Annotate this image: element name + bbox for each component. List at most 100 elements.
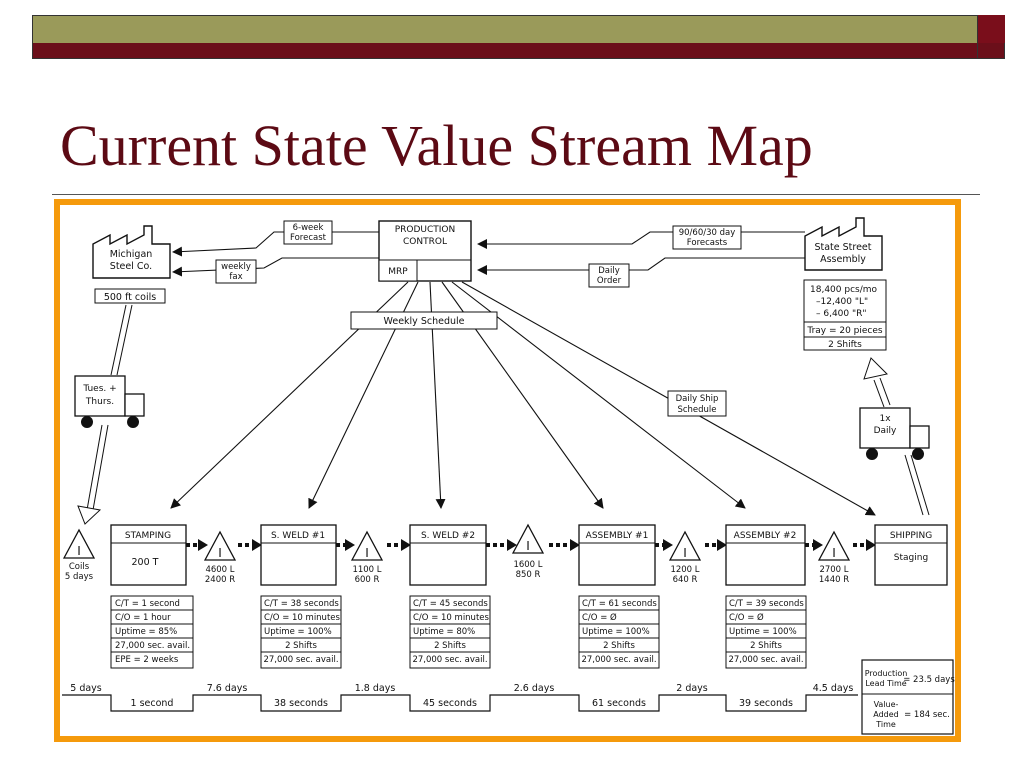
inventory-qty: 1600 L — [513, 560, 542, 570]
process-name: SHIPPING — [890, 531, 932, 541]
outbound-truck-label: Daily — [874, 426, 897, 436]
fax-flow-arrow — [172, 257, 379, 277]
data-changeover: C/O = 1 hour — [115, 613, 171, 623]
inventory-stamping-weld1: I 4600 L 2400 R — [203, 530, 237, 585]
supplier-name: Steel Co. — [110, 261, 152, 272]
va-time-value: = 184 sec. — [904, 710, 950, 720]
outbound-truck: 1x Daily — [859, 407, 930, 460]
data-box-stamping: C/T = 1 second C/O = 1 hour Uptime = 85%… — [110, 595, 194, 669]
timeline-cycle: 45 seconds — [423, 698, 477, 709]
ship-schedule-box — [667, 390, 727, 417]
vsm-frame: Michigan Steel Co. 500 ft coils State St… — [54, 199, 961, 742]
flow-labels: 6-week Forecast weekly fax 90/60/30 day … — [215, 220, 742, 288]
factory-icon — [804, 217, 883, 271]
inbound-truck-label: Tues. + — [82, 384, 116, 394]
data-box-assy1: C/T = 61 seconds C/O = Ø Uptime = 100% 2… — [578, 595, 660, 669]
inventory-qty: Coils — [69, 562, 90, 572]
slide-title: Current State Value Stream Map — [60, 113, 813, 178]
va-time-label: Added — [873, 710, 899, 719]
process-name: STAMPING — [125, 531, 171, 541]
inventory-qty: 1200 L — [670, 565, 699, 575]
data-uptime: Uptime = 85% — [115, 627, 177, 637]
timeline-wait: 1.8 days — [355, 683, 396, 694]
data-cycle-time: C/T = 1 second — [115, 599, 180, 609]
customer-factory: State Street Assembly 18,400 pcs/mo –12,… — [803, 217, 887, 351]
data-shifts: 2 Shifts — [750, 641, 782, 651]
inventory-coils: I Coils 5 days — [62, 528, 96, 582]
timeline-line — [62, 694, 858, 712]
process-name: ASSEMBLY #2 — [734, 531, 797, 541]
outbound-truck-label: 1x — [879, 414, 891, 424]
timeline-wait: 2 days — [676, 683, 708, 694]
inventory-triangle-icon — [668, 530, 702, 561]
customer-demand: 18,400 pcs/mo — [810, 285, 878, 295]
data-uptime: Uptime = 100% — [729, 627, 797, 637]
inbound-truck-label: Thurs. — [85, 397, 114, 407]
process-shipping: SHIPPING Staging — [874, 524, 948, 586]
data-available: 27,000 sec. avail. — [728, 655, 803, 665]
timeline-cycle: 1 second — [131, 698, 174, 709]
inventory-symbol: I — [77, 544, 81, 558]
inventory-weld1-weld2: I 1100 L 600 R — [350, 530, 384, 585]
forecast-in-label: Forecasts — [687, 238, 728, 248]
inventory-symbol: I — [832, 546, 836, 560]
data-changeover: C/O = 10 minutes — [264, 613, 341, 623]
process-name: S. WELD #1 — [271, 531, 325, 541]
mrp-label: MRP — [388, 267, 408, 277]
data-available: 27,000 sec. avail. — [412, 655, 487, 665]
push-arrowheads — [198, 539, 876, 551]
forecast-in-arrow — [477, 231, 805, 249]
data-changeover: C/O = 10 minutes — [413, 613, 490, 623]
lead-time-summary: Production Lead Time = 23.5 days Value- … — [861, 659, 955, 735]
process-content: Staging — [894, 553, 928, 563]
customer-name: State Street — [814, 242, 871, 253]
process-weld1: S. WELD #1 — [260, 524, 337, 586]
inventory-qty: 2700 L — [819, 565, 848, 575]
lead-time-label: Production — [865, 669, 908, 678]
data-cycle-time: C/T = 38 seconds — [264, 599, 339, 609]
inventory-triangle-icon — [203, 530, 237, 561]
ship-schedule-label: Daily Ship — [676, 394, 719, 404]
supplier-name: Michigan — [110, 249, 153, 260]
lead-time-label: Lead Time — [865, 679, 906, 688]
factory-icon — [92, 225, 171, 279]
data-uptime: Uptime = 100% — [582, 627, 650, 637]
inventory-qty: 1100 L — [352, 565, 381, 575]
data-box-weld1: C/T = 38 seconds C/O = 10 minutes Uptime… — [260, 595, 342, 669]
forecast-flow-arrow — [172, 231, 379, 257]
schedule-arrow-assy2 — [451, 281, 746, 509]
shipment-arrows — [77, 304, 930, 525]
lead-time-value: = 23.5 days — [903, 675, 955, 685]
inventory-qty: 1440 R — [819, 575, 849, 585]
inventory-assy1-assy2: I 1200 L 640 R — [668, 530, 702, 585]
order-in-arrow — [477, 257, 805, 275]
control-label: PRODUCTION — [395, 225, 456, 235]
inventory-qty: 2400 R — [205, 575, 235, 585]
data-uptime: Uptime = 80% — [413, 627, 475, 637]
inventory-triangle-icon — [817, 530, 851, 561]
inventory-symbol: I — [683, 546, 687, 560]
supplier-factory: Michigan Steel Co. 500 ft coils — [92, 225, 171, 304]
inventory-symbol: I — [365, 546, 369, 560]
schedule-arrows — [170, 281, 876, 516]
customer-tray: Tray = 20 pieces — [806, 326, 883, 336]
inventory-assy2-shipping: I 2700 L 1440 R — [817, 530, 851, 585]
process-stamping: STAMPING 200 T — [110, 524, 187, 586]
forecast-in-label: 90/60/30 day — [679, 228, 736, 238]
customer-demand-left: –12,400 "L" — [816, 297, 868, 307]
weekly-schedule-box — [350, 311, 498, 330]
data-cycle-time: C/T = 45 seconds — [413, 599, 488, 609]
process-name: ASSEMBLY #1 — [586, 531, 649, 541]
data-shifts: 2 Shifts — [603, 641, 635, 651]
timeline-waits: 5 days 7.6 days 1.8 days 2.6 days 2 days… — [70, 683, 853, 694]
data-available: 27,000 sec. avail. — [115, 641, 190, 651]
process-content: 200 T — [132, 557, 159, 568]
timeline-wait: 4.5 days — [813, 683, 854, 694]
title-rule — [52, 194, 980, 195]
process-assy1: ASSEMBLY #1 — [578, 524, 656, 586]
data-epe: EPE = 2 weeks — [115, 655, 179, 665]
data-changeover: C/O = Ø — [582, 612, 617, 623]
inventory-qty: 640 R — [673, 575, 698, 585]
weekly-schedule-label: Weekly Schedule — [384, 316, 465, 327]
timeline-cycle: 61 seconds — [592, 698, 646, 709]
